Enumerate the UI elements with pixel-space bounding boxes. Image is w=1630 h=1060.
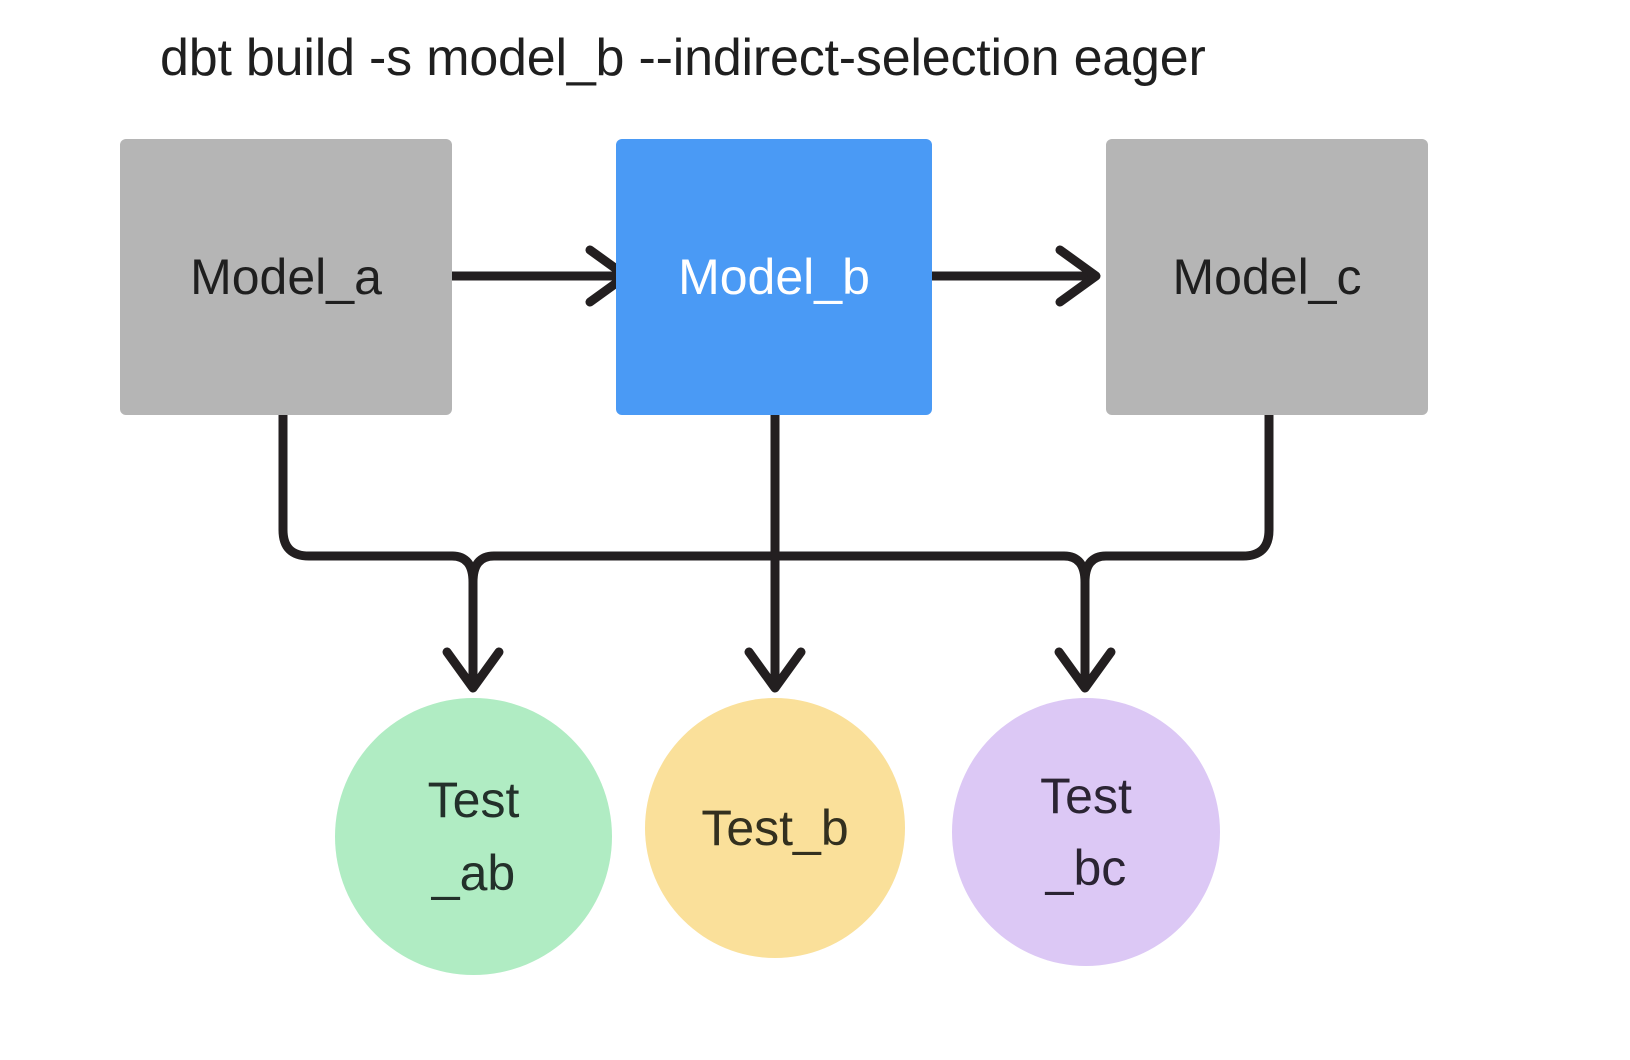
edge-bus-center-left [468, 551, 780, 587]
edge-bus-center-right [770, 551, 1090, 587]
edge-drop-test-ab [442, 577, 504, 693]
node-test-ab[interactable]: Test _ab [335, 698, 612, 975]
node-test-b-label: Test_b [701, 799, 849, 856]
diagram-title: dbt build -s model_b --indirect-selectio… [160, 29, 1206, 87]
edge-model-a-to-test-ab [278, 409, 457, 561]
edge-drop-test-bc [1054, 577, 1116, 693]
node-model-a-label: Model_a [190, 248, 382, 305]
node-model-c-label: Model_c [1172, 248, 1362, 305]
node-model-c[interactable]: Model_c [1106, 139, 1428, 415]
edge-model-b-to-model-c [927, 245, 1101, 307]
edge-bus-right [1080, 409, 1274, 587]
node-test-ab-label: Test _ab [427, 772, 520, 901]
node-model-b-label: Model_b [678, 248, 870, 305]
node-test-bc[interactable]: Test _bc [952, 698, 1220, 966]
node-test-b[interactable]: Test_b [645, 698, 905, 958]
edge-model-b-to-test-b [744, 409, 806, 693]
node-model-b[interactable]: Model_b [616, 139, 932, 415]
edge-model-a-to-model-b [447, 245, 631, 307]
node-test-bc-label: Test _bc [1040, 767, 1132, 897]
node-model-a[interactable]: Model_a [120, 139, 452, 415]
